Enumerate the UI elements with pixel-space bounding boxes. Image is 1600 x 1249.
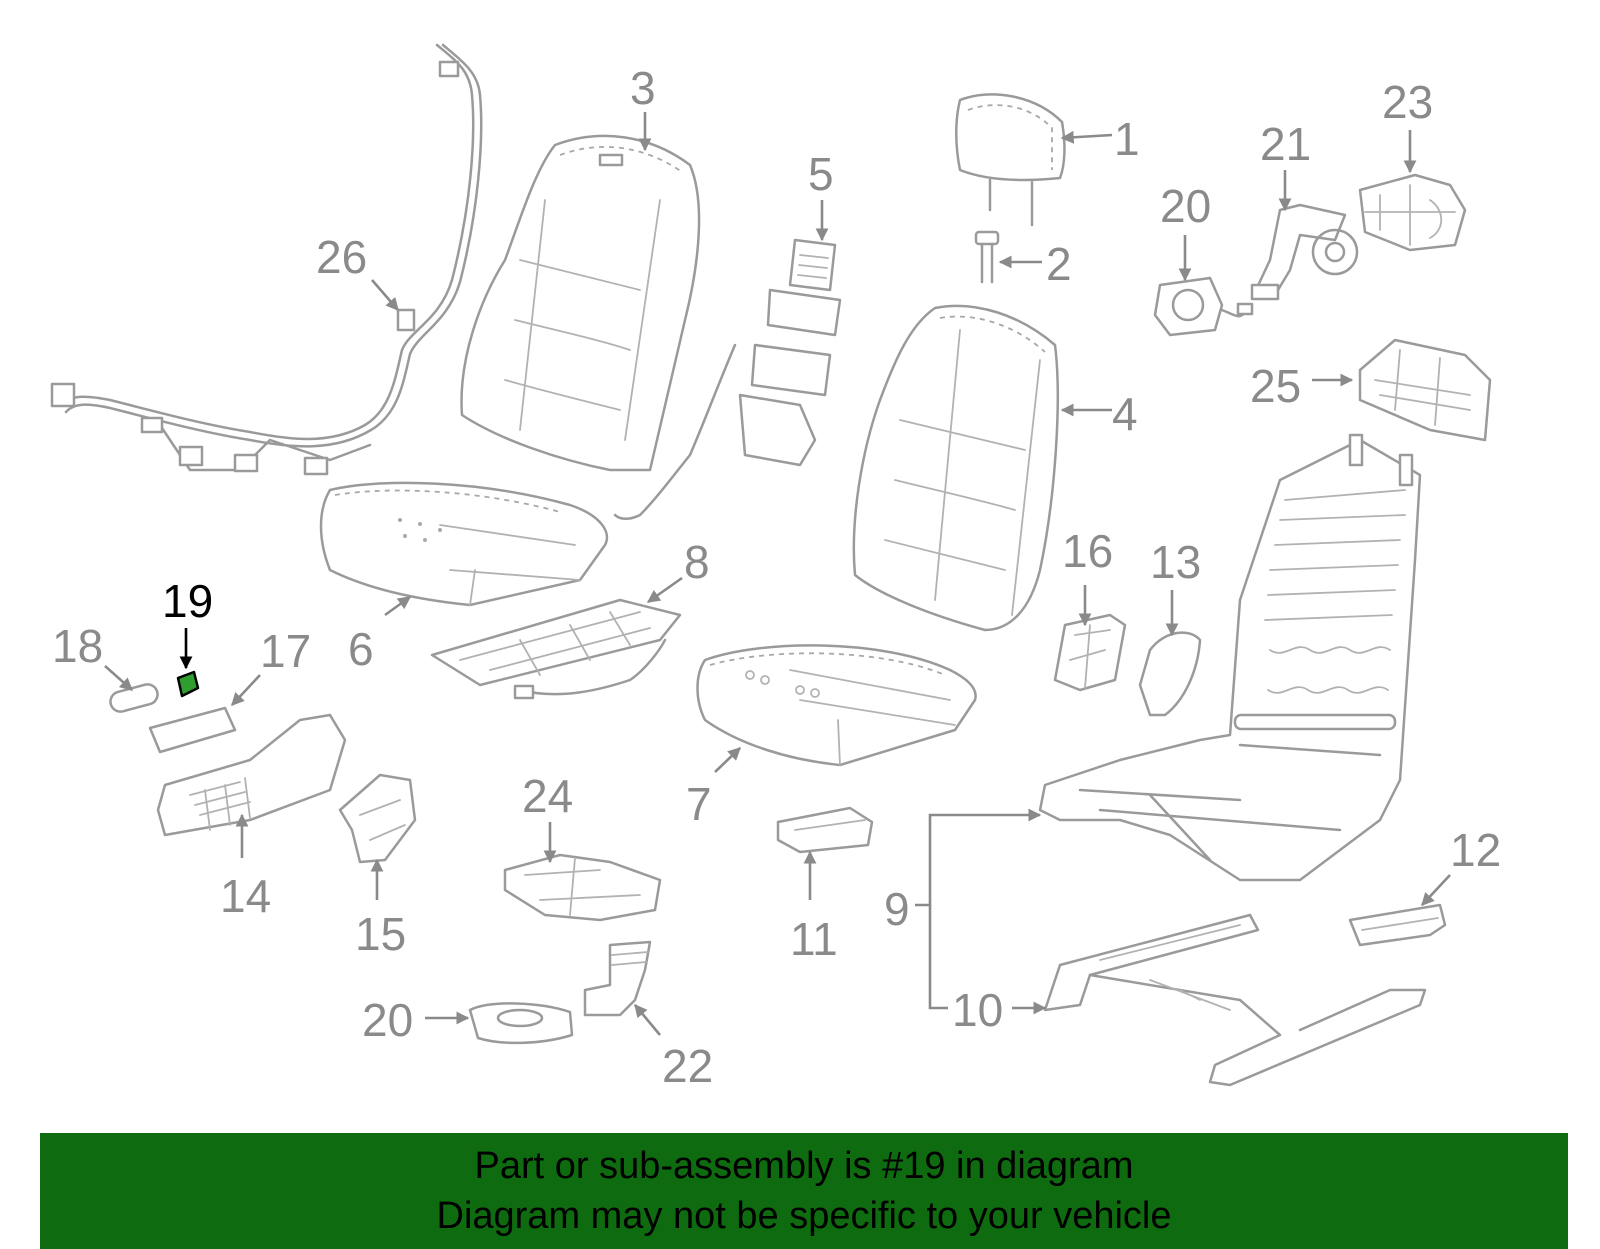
part-2-pin — [974, 230, 1000, 284]
callout-21: 21 — [1260, 118, 1311, 170]
part-16-bracket — [1053, 613, 1127, 692]
part-4-seatback — [852, 304, 1059, 632]
callout-14: 14 — [220, 870, 271, 922]
callout-10: 10 — [952, 984, 1003, 1036]
part-5-heater — [613, 238, 842, 520]
part-15-bracket — [338, 773, 417, 864]
callout-20-lower: 20 — [362, 994, 413, 1046]
callout-20-upper: 20 — [1160, 180, 1211, 232]
callout-19-highlighted: 19 — [162, 575, 213, 627]
callout-16: 16 — [1062, 525, 1113, 577]
info-banner: Part or sub-assembly is #19 in diagram D… — [40, 1133, 1568, 1249]
callout-9: 9 — [884, 883, 910, 935]
callout-17: 17 — [260, 625, 311, 677]
callout-15: 15 — [355, 908, 406, 960]
callout-23: 23 — [1382, 76, 1433, 128]
part-1-headrest — [955, 93, 1066, 227]
callout-8: 8 — [684, 536, 710, 588]
part-25-cover — [1358, 338, 1492, 442]
callout-13: 13 — [1150, 536, 1201, 588]
callout-6: 6 — [348, 623, 374, 675]
callout-3: 3 — [630, 62, 656, 114]
part-20-motor-upper — [1153, 276, 1254, 337]
part-8-mat-heater — [430, 598, 682, 700]
part-14-side-cover — [156, 713, 347, 837]
callout-26: 26 — [316, 231, 367, 283]
banner-line-disclaimer: Diagram may not be specific to your vehi… — [436, 1195, 1172, 1237]
part-7-cushion — [696, 644, 977, 767]
part-21-duct — [1250, 203, 1359, 301]
leader-lines — [104, 112, 1451, 1036]
part-26-wire-harness — [50, 43, 483, 476]
part-22-duct — [583, 940, 652, 1017]
callout-25: 25 — [1250, 360, 1301, 412]
callout-1: 1 — [1114, 113, 1140, 165]
part-3-seatback-cover — [460, 134, 701, 472]
callout-11: 11 — [790, 913, 838, 965]
part-19-knob-highlighted — [176, 670, 200, 698]
part-6-cushion-cover — [319, 481, 609, 607]
callout-5: 5 — [808, 148, 834, 200]
part-13-cover — [1138, 631, 1202, 717]
callout-18: 18 — [52, 620, 103, 672]
part-24-bracket — [503, 853, 662, 922]
part-20-motor-lower — [468, 1002, 574, 1045]
callout-12: 12 — [1450, 824, 1501, 876]
banner-line-part-number: Part or sub-assembly is #19 in diagram — [474, 1145, 1134, 1187]
part-18-knob — [109, 683, 159, 713]
part-23-bracket — [1358, 173, 1467, 252]
part-11-cover — [776, 806, 874, 854]
callout-24: 24 — [522, 770, 573, 822]
callout-2: 2 — [1046, 238, 1072, 290]
callout-7: 7 — [686, 778, 712, 830]
part-17-switch — [148, 706, 237, 754]
part-12-cover — [1348, 903, 1447, 947]
callout-22: 22 — [662, 1040, 713, 1092]
part-9-seat-frame — [1038, 433, 1422, 882]
callout-4: 4 — [1112, 388, 1138, 440]
